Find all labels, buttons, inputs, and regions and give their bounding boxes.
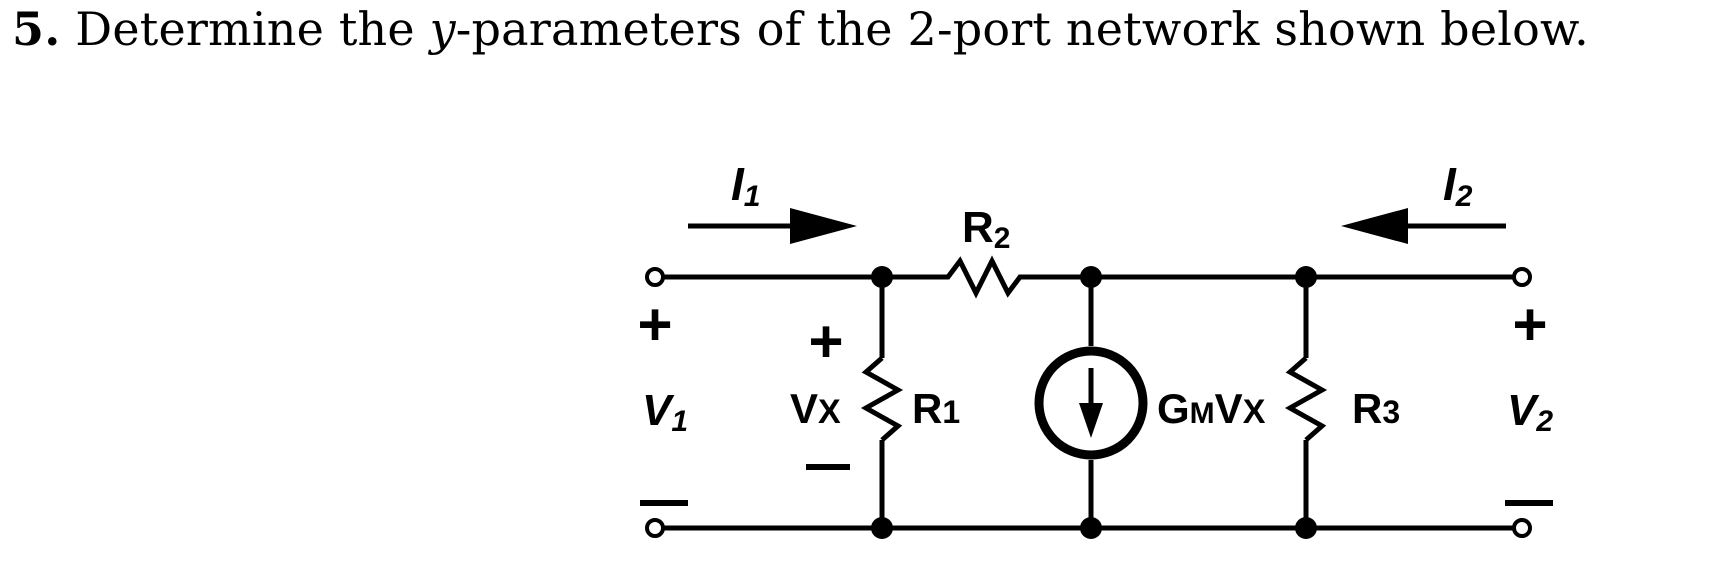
i2-arrow-head [1341,208,1408,244]
port2-plus: + [1512,291,1547,358]
port1-plus: + [637,291,672,358]
junction-dot [871,517,893,539]
junction-dot [871,266,893,288]
label-r2: R2 [962,203,1010,255]
current-source-circle [1034,346,1148,460]
resistor-r3 [1284,356,1328,442]
label-vx: VX [790,385,841,432]
port1-bottom-terminal [645,518,665,538]
problem-text-before: Determine the [75,2,430,56]
label-r1: R1 [912,385,960,432]
label-i2: I2 [1443,158,1473,213]
junction-dot [1295,266,1317,288]
vx-plus: + [808,308,843,375]
port2-bottom-terminal [1512,518,1532,538]
junction-dot [1080,266,1102,288]
label-gm-vx: GMVX [1157,385,1266,432]
port2-top-terminal [1512,267,1532,287]
problem-text-after: -parameters of the 2-port network shown … [455,2,1589,56]
resistor-r1 [860,356,904,442]
i1-arrow-head [790,208,857,244]
problem-statement: 5. Determine the y-parameters of the 2-p… [12,2,1589,56]
junction-dot [1295,517,1317,539]
label-i1: I1 [731,158,760,213]
label-v1: V1 [642,386,688,438]
label-r3: R3 [1352,385,1400,432]
source-arrow-head [1079,403,1103,438]
port1-top-terminal [645,267,665,287]
problem-variable: y [429,2,456,56]
problem-number: 5. [12,2,61,56]
junction-dot [1080,517,1102,539]
label-v2: V2 [1507,386,1553,438]
resistor-r2 [882,255,1091,299]
